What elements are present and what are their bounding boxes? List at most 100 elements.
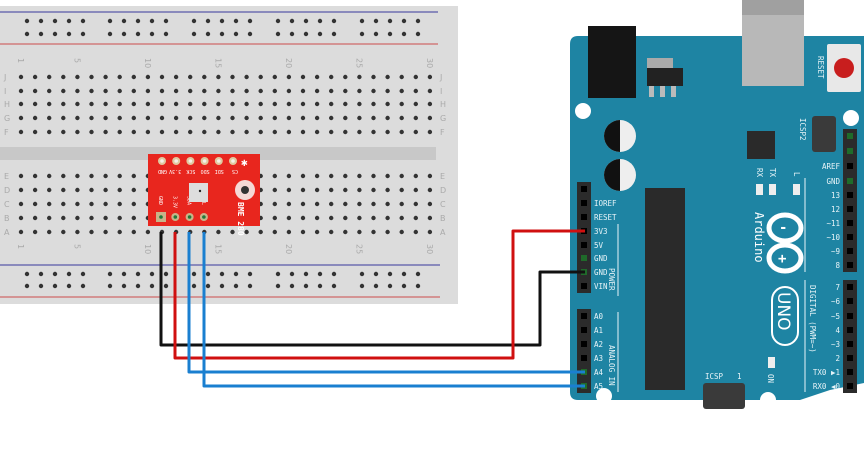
breadboard-hole[interactable]: [117, 88, 122, 94]
breadboard-hole[interactable]: [89, 101, 94, 107]
breadboard-hole[interactable]: [357, 129, 362, 135]
header-pin[interactable]: [847, 284, 853, 290]
rail-hole[interactable]: [331, 271, 337, 277]
header-pin[interactable]: [847, 206, 853, 212]
breadboard-hole[interactable]: [117, 74, 122, 80]
breadboard-hole[interactable]: [131, 187, 136, 193]
breadboard-hole[interactable]: [343, 74, 348, 80]
breadboard-hole[interactable]: [357, 215, 362, 221]
breadboard-hole[interactable]: [413, 187, 418, 193]
rail-hole[interactable]: [38, 271, 44, 277]
rail-hole[interactable]: [387, 283, 393, 289]
breadboard-hole[interactable]: [173, 101, 179, 107]
breadboard-hole[interactable]: [18, 115, 24, 121]
breadboard-hole[interactable]: [188, 101, 193, 107]
breadboard-hole[interactable]: [89, 187, 94, 193]
rail-hole[interactable]: [233, 18, 239, 24]
rail-hole[interactable]: [373, 283, 379, 289]
rail-hole[interactable]: [80, 283, 86, 289]
breadboard-hole[interactable]: [427, 201, 433, 207]
header-pin[interactable]: [581, 355, 587, 361]
header-pin[interactable]: [581, 327, 587, 333]
breadboard-hole[interactable]: [89, 215, 94, 221]
breadboard-hole[interactable]: [272, 201, 277, 207]
rail-hole[interactable]: [135, 18, 141, 24]
breadboard-hole[interactable]: [47, 187, 52, 193]
breadboard-hole[interactable]: [117, 187, 122, 193]
breadboard-hole[interactable]: [371, 88, 376, 94]
breadboard-hole[interactable]: [18, 101, 24, 107]
breadboard-hole[interactable]: [89, 129, 94, 135]
breadboard-hole[interactable]: [286, 115, 292, 121]
rail-hole[interactable]: [52, 31, 58, 37]
breadboard-hole[interactable]: [230, 74, 235, 80]
breadboard-hole[interactable]: [173, 129, 179, 135]
breadboard-hole[interactable]: [357, 88, 362, 94]
breadboard-hole[interactable]: [32, 129, 38, 135]
rail-hole[interactable]: [275, 31, 281, 37]
rail-hole[interactable]: [163, 31, 169, 37]
breadboard-hole[interactable]: [75, 187, 80, 193]
breadboard-hole[interactable]: [216, 129, 221, 135]
rail-hole[interactable]: [38, 18, 44, 24]
breadboard-hole[interactable]: [47, 229, 52, 235]
rail-hole[interactable]: [415, 283, 421, 289]
breadboard-hole[interactable]: [117, 229, 122, 235]
breadboard-hole[interactable]: [286, 201, 292, 207]
breadboard-hole[interactable]: [272, 129, 277, 135]
breadboard-hole[interactable]: [427, 187, 433, 193]
breadboard-hole[interactable]: [343, 88, 348, 94]
rail-hole[interactable]: [135, 271, 141, 277]
breadboard-hole[interactable]: [314, 129, 320, 135]
breadboard-hole[interactable]: [131, 74, 136, 80]
rail-hole[interactable]: [121, 283, 127, 289]
breadboard-hole[interactable]: [75, 215, 80, 221]
breadboard-hole[interactable]: [117, 201, 122, 207]
breadboard-hole[interactable]: [244, 115, 249, 121]
breadboard-hole[interactable]: [399, 201, 404, 207]
breadboard-hole[interactable]: [202, 74, 207, 80]
breadboard-hole[interactable]: [272, 74, 277, 80]
rail-hole[interactable]: [80, 31, 86, 37]
header-pin[interactable]: [581, 341, 587, 347]
breadboard-hole[interactable]: [61, 115, 66, 121]
breadboard-hole[interactable]: [32, 88, 38, 94]
breadboard-hole[interactable]: [329, 173, 334, 179]
breadboard-hole[interactable]: [216, 229, 221, 235]
breadboard-hole[interactable]: [371, 229, 376, 235]
header-pin[interactable]: [847, 234, 853, 240]
breadboard-hole[interactable]: [18, 74, 24, 80]
rail-hole[interactable]: [205, 31, 211, 37]
breadboard-hole[interactable]: [47, 201, 52, 207]
breadboard-hole[interactable]: [32, 201, 38, 207]
header-pin[interactable]: [847, 248, 853, 254]
reset-button[interactable]: [834, 58, 854, 78]
rail-hole[interactable]: [135, 31, 141, 37]
rail-hole[interactable]: [80, 18, 86, 24]
breadboard-hole[interactable]: [385, 101, 390, 107]
header-pin[interactable]: [847, 262, 853, 268]
rail-hole[interactable]: [121, 18, 127, 24]
breadboard-hole[interactable]: [103, 115, 108, 121]
breadboard-hole[interactable]: [61, 101, 66, 107]
rail-hole[interactable]: [359, 18, 365, 24]
breadboard-hole[interactable]: [357, 187, 362, 193]
breadboard-hole[interactable]: [159, 101, 165, 107]
breadboard-hole[interactable]: [75, 201, 80, 207]
header-pin[interactable]: [847, 369, 853, 375]
header-pin[interactable]: [581, 255, 587, 261]
breadboard-hole[interactable]: [300, 173, 306, 179]
breadboard-hole[interactable]: [216, 101, 221, 107]
rail-hole[interactable]: [401, 31, 407, 37]
breadboard-hole[interactable]: [47, 173, 52, 179]
breadboard-hole[interactable]: [385, 88, 390, 94]
rail-hole[interactable]: [66, 18, 72, 24]
breadboard-hole[interactable]: [329, 129, 334, 135]
breadboard-hole[interactable]: [61, 215, 66, 221]
rail-hole[interactable]: [373, 31, 379, 37]
rail-hole[interactable]: [233, 283, 239, 289]
rail-hole[interactable]: [247, 31, 253, 37]
breadboard-hole[interactable]: [32, 173, 38, 179]
breadboard-hole[interactable]: [286, 229, 292, 235]
rail-hole[interactable]: [24, 31, 30, 37]
